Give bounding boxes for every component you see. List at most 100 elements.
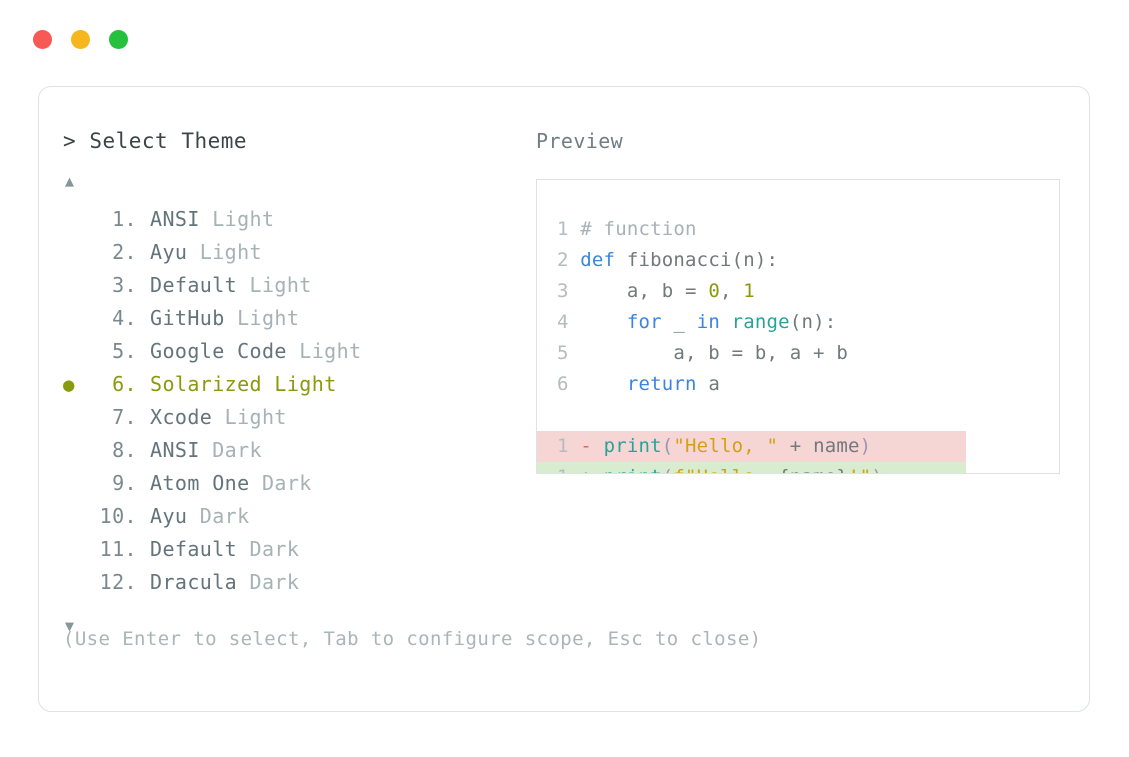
theme-item-variant: Dark — [199, 438, 262, 462]
theme-list-item[interactable]: 9. Atom One Dark — [63, 471, 533, 504]
theme-item-index: 8. — [112, 438, 137, 462]
preview-label: Preview — [536, 129, 624, 153]
theme-item-name: ANSI — [150, 207, 200, 231]
line-number: 5 — [557, 342, 581, 364]
code-token-plain: (n): — [789, 311, 837, 333]
window-traffic-lights — [33, 30, 128, 49]
theme-item-index: 1. — [112, 207, 137, 231]
theme-item-index: 2. — [112, 240, 137, 264]
close-button[interactable] — [33, 30, 52, 49]
theme-item-name: Atom One — [150, 471, 250, 495]
theme-list-item[interactable]: 4.GitHub Light — [63, 306, 533, 339]
theme-item-name: Solarized — [150, 372, 262, 396]
code-token-func: print — [604, 466, 662, 473]
selected-bullet-icon — [63, 541, 91, 560]
theme-item-index: 10. — [99, 504, 137, 528]
code-token-punct: ) — [859, 435, 872, 457]
selected-bullet-icon — [63, 343, 91, 362]
code-token-punct: ) — [871, 466, 883, 473]
selected-bullet-icon — [63, 277, 91, 296]
theme-item-name: Default — [150, 273, 238, 297]
theme-item-index: 6. — [112, 372, 137, 396]
theme-list-item[interactable]: 1. ANSI Light — [63, 207, 533, 240]
code-token-plain — [580, 311, 627, 333]
line-number: 1 — [557, 435, 581, 457]
prompt-label: Select Theme — [89, 129, 248, 153]
theme-item-name: Default — [150, 537, 238, 561]
theme-item-variant: Light — [199, 207, 275, 231]
theme-item-variant: Dark — [249, 471, 312, 495]
scroll-down-icon[interactable]: ▼ — [65, 617, 75, 635]
theme-picker-window: > Select Theme ▲ 1. ANSI Light 2. Ayu Ligh… — [38, 86, 1090, 712]
theme-list-item[interactable]: 7.Xcode Light — [63, 405, 533, 438]
selected-bullet-icon — [63, 475, 91, 494]
scroll-up-icon[interactable]: ▲ — [65, 172, 75, 190]
code-line: 4 for _ in range(n): — [537, 307, 1059, 338]
code-token-string: "Hello, " — [673, 435, 779, 457]
code-line: 1 # function — [537, 214, 1059, 245]
theme-list-item[interactable]: 12.Dracula Dark — [63, 570, 533, 603]
code-token-keyword: in — [696, 311, 720, 333]
code-token-plain — [720, 311, 732, 333]
code-line: 6 return a — [537, 369, 1059, 400]
theme-list-item[interactable]: 5.Google Code Light — [63, 339, 533, 372]
theme-item-variant: Dark — [237, 570, 300, 594]
theme-list-item[interactable]: ●6.Solarized Light — [63, 372, 533, 405]
code-token-keyword: for — [626, 311, 662, 333]
diff-line-add: 1 + print(f"Hello, {name}!") — [537, 462, 966, 473]
select-theme-prompt: > Select Theme — [63, 131, 533, 152]
theme-selector-panel: > Select Theme ▲ 1. ANSI Light 2. Ayu Ligh… — [63, 131, 533, 639]
code-token-plain: fibonacci(n): — [626, 249, 779, 271]
code-token-func: print — [603, 435, 662, 457]
line-number: 1 — [557, 466, 580, 473]
theme-item-name: ANSI — [150, 438, 200, 462]
theme-item-index: 9. — [112, 471, 137, 495]
code-token-string: !" — [848, 466, 871, 473]
theme-item-name: Ayu — [150, 240, 188, 264]
theme-item-variant: Light — [212, 405, 287, 429]
theme-list-item[interactable]: 2. Ayu Light — [63, 240, 533, 273]
diff-marker-del: - — [580, 435, 604, 457]
code-token-punct: ( — [661, 435, 674, 457]
code-token-plain: a, b = b, a + b — [580, 342, 848, 364]
theme-item-index: 3. — [112, 273, 137, 297]
code-token-number: 0 — [708, 280, 720, 302]
theme-item-name: Dracula — [150, 570, 238, 594]
code-token-plain: + name — [778, 435, 860, 457]
code-token-func: range — [731, 311, 790, 333]
code-token-plain: a, b = — [580, 280, 709, 302]
line-number: 3 — [557, 280, 581, 302]
maximize-button[interactable] — [109, 30, 128, 49]
theme-item-name: Xcode — [150, 405, 213, 429]
line-number: 1 — [557, 218, 581, 240]
theme-list-item[interactable]: 10.Ayu Dark — [63, 504, 533, 537]
code-token-plain: _ — [661, 311, 697, 333]
line-number: 4 — [557, 311, 581, 333]
line-number: 2 — [557, 249, 581, 271]
code-token-plain: {name} — [778, 466, 848, 473]
selected-bullet-icon — [63, 409, 91, 428]
theme-item-index: 11. — [99, 537, 137, 561]
theme-list-item[interactable]: 11.Default Dark — [63, 537, 533, 570]
theme-item-variant: Light — [187, 240, 262, 264]
line-number: 6 — [557, 373, 581, 395]
code-line: 5 a, b = b, a + b — [537, 338, 1059, 369]
diff-marker-add: + — [580, 466, 603, 473]
code-token-plain: a — [696, 373, 720, 395]
selected-bullet-icon — [63, 310, 91, 329]
theme-item-variant: Light — [261, 372, 337, 396]
selected-bullet-icon — [63, 574, 91, 593]
theme-item-variant: Light — [237, 273, 312, 297]
prompt-caret-icon: > — [63, 129, 77, 153]
minimize-button[interactable] — [71, 30, 90, 49]
code-line: 2 def fibonacci(n): — [537, 245, 1059, 276]
code-token-string: f"Hello, — [673, 466, 778, 473]
diff-lines: 1 - print("Hello, " + name)1 + print(f"H… — [537, 431, 1059, 473]
code-token-plain: , — [719, 280, 744, 302]
diff-line-del: 1 - print("Hello, " + name) — [537, 431, 966, 462]
theme-list-item[interactable]: 3. Default Light — [63, 273, 533, 306]
theme-list-item[interactable]: 8. ANSI Dark — [63, 438, 533, 471]
selected-bullet-icon — [63, 442, 91, 461]
